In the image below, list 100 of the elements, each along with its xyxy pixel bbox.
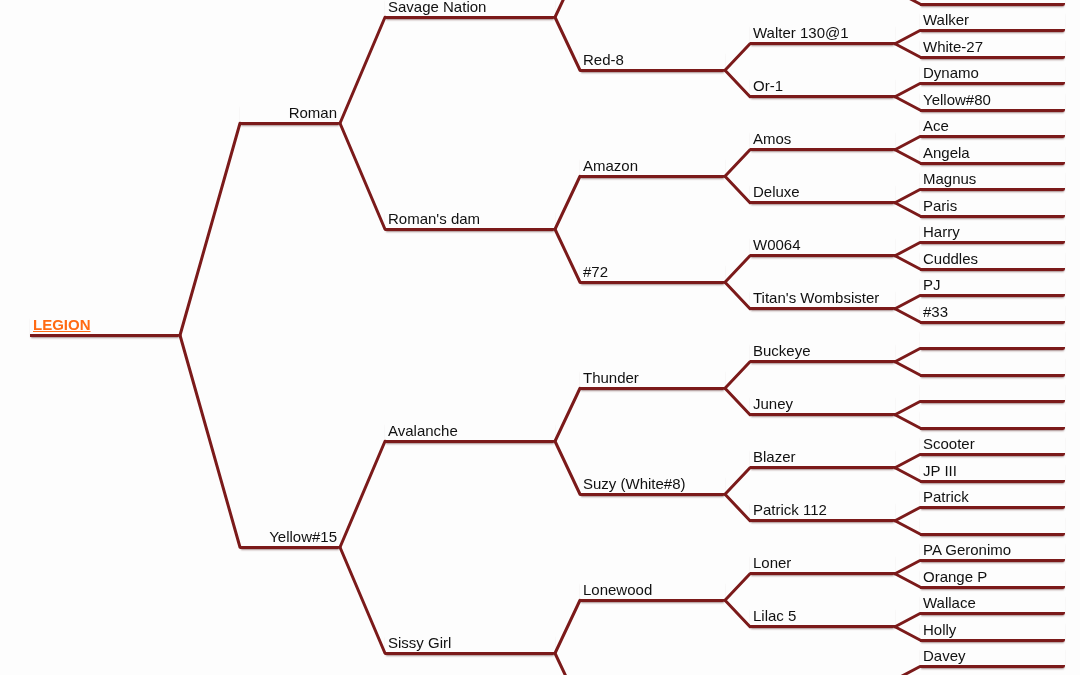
connector-line xyxy=(893,294,922,311)
name-label: #72 xyxy=(582,262,610,281)
name-label: Angela xyxy=(922,143,971,162)
name-label: Loner xyxy=(752,554,793,573)
connector-line xyxy=(723,466,752,496)
connector-line xyxy=(893,612,922,629)
connector-line xyxy=(338,545,387,655)
name-label: Patrick 112 xyxy=(752,501,828,520)
connector-line xyxy=(893,360,922,377)
pedigree-line xyxy=(750,24,895,46)
name-label: Davey xyxy=(922,647,967,665)
name-label: Patrick xyxy=(922,488,970,506)
connector-line xyxy=(553,227,582,284)
connector-line xyxy=(893,506,922,523)
name-label: Harry xyxy=(922,223,961,241)
pedigree-line xyxy=(920,488,1065,509)
name-label: PA Geronimo xyxy=(922,541,1013,559)
name-label: Dynamo xyxy=(922,64,980,82)
pedigree-line xyxy=(750,501,895,523)
name-label: Roman xyxy=(287,103,338,122)
name-label: White-27 xyxy=(922,37,985,56)
connector-line xyxy=(723,42,752,72)
name-label: Magnus xyxy=(922,170,978,188)
name-label: Scooter xyxy=(922,435,976,453)
pedigree-line xyxy=(920,11,1065,32)
connector-line xyxy=(893,572,922,589)
connector-line xyxy=(723,492,752,523)
connector-line xyxy=(178,333,242,549)
connector-line xyxy=(893,625,922,642)
name-label: Avalanche xyxy=(387,421,459,440)
name-label: W0064 xyxy=(752,236,802,255)
name-label: Red-8 xyxy=(582,50,625,69)
connector-line xyxy=(893,347,922,364)
name-label: #33 xyxy=(922,302,950,321)
connector-line xyxy=(553,439,582,496)
name-label: Yellow#15 xyxy=(268,527,338,546)
name-label: Thunder xyxy=(582,368,640,387)
connector-line xyxy=(893,254,922,271)
pedigree-line xyxy=(750,448,895,470)
connector-line xyxy=(893,559,922,576)
name-label: Roman's dam xyxy=(387,209,482,228)
connector-line xyxy=(553,386,582,443)
connector-line xyxy=(723,598,752,629)
connector-line xyxy=(893,201,922,218)
name-label: Ace xyxy=(922,117,950,135)
pedigree-line xyxy=(920,594,1065,615)
pedigree-line xyxy=(385,0,555,19)
connector-line xyxy=(893,466,922,483)
connector-line xyxy=(338,439,387,549)
name-label: Amos xyxy=(752,130,793,149)
connector-line xyxy=(893,148,922,165)
name-label: Yellow#80 xyxy=(922,90,992,109)
connector-line xyxy=(553,174,582,231)
name-label: Amazon xyxy=(582,156,640,175)
name-label: Juney xyxy=(752,395,795,414)
name-label: Paris xyxy=(922,196,959,215)
name-label: LEGION xyxy=(32,315,92,334)
connector-line xyxy=(893,82,922,99)
name-label: Blazer xyxy=(752,448,797,467)
connector-line xyxy=(723,386,752,417)
connector-line xyxy=(338,15,387,125)
connector-line xyxy=(723,360,752,390)
pedigree-line xyxy=(920,541,1065,562)
name-label: Titan's Wombsister xyxy=(752,289,881,308)
name-label: Walker xyxy=(922,11,971,29)
connector-line xyxy=(893,519,922,536)
name-label: Suzy (White#8) xyxy=(582,474,687,493)
connector-line xyxy=(893,241,922,258)
connector-line xyxy=(723,572,752,602)
pedigree-line xyxy=(750,342,895,364)
connector-line xyxy=(723,148,752,178)
name-label: JP III xyxy=(922,461,958,480)
connector-line xyxy=(723,174,752,205)
connector-line xyxy=(553,15,582,72)
connector-line xyxy=(893,307,922,324)
connector-line xyxy=(893,29,922,46)
pedigree-line xyxy=(750,607,895,629)
name-label: Cuddles xyxy=(922,249,980,268)
pedigree-line xyxy=(750,183,895,205)
connector-line xyxy=(893,188,922,205)
pedigree-line xyxy=(750,289,895,311)
name-label: Deluxe xyxy=(752,183,801,202)
name-label: Or-1 xyxy=(752,77,784,96)
connector-line xyxy=(723,280,752,311)
name-label: Wallace xyxy=(922,594,977,612)
name-label: Orange P xyxy=(922,567,989,586)
name-label: Holly xyxy=(922,620,958,639)
name-label: PJ xyxy=(922,276,942,294)
name-label: Savage Nation xyxy=(387,0,488,16)
connector-line xyxy=(893,453,922,470)
connector-line xyxy=(723,68,752,99)
name-label: Sissy Girl xyxy=(387,633,453,652)
connector-line xyxy=(893,413,922,430)
name-label: Buckeye xyxy=(752,342,812,361)
connector-line xyxy=(893,135,922,152)
name-label: Lonewood xyxy=(582,580,654,599)
connector-line xyxy=(893,400,922,417)
connector-line xyxy=(338,121,387,231)
name-label: Walter 130@1 xyxy=(752,24,850,43)
connector-line xyxy=(553,598,582,655)
